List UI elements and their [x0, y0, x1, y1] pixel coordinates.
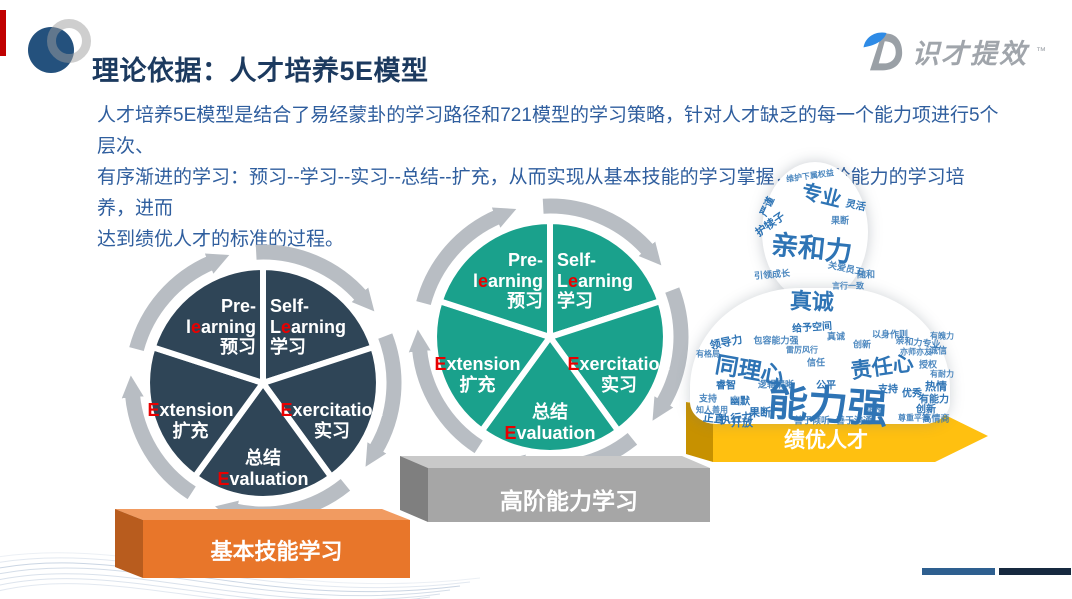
segment-extension: Extension 扩充 [147, 400, 234, 441]
step-excellent-talent-label: 绩优人才 [784, 429, 868, 452]
wordcloud-word: 有格局 [696, 349, 720, 359]
page-title: 理论依据：人才培养5E模型 [92, 56, 429, 87]
wordcloud-word: 有魄力 [930, 331, 954, 341]
segment-exercitation: Exercitation 实习 [567, 354, 671, 395]
wordcloud-word: 引领成长 [753, 267, 791, 282]
wordcloud-word: 知人善用 [696, 405, 728, 415]
wordcloud-word: 有耐力 [930, 369, 954, 379]
wordcloud-word: 睿智 [716, 380, 736, 392]
segment-pre-learning: Pre- learning 预习 [472, 250, 543, 312]
talent-wordcloud-figure: 维护下属权益专业严谨灵活护犊子果断亲和力关爱员工引领成长随和言行一致真诚给予空间… [690, 162, 954, 432]
wordcloud-word: 善于沟通 [835, 415, 873, 426]
wheel-graphic [405, 192, 695, 482]
wordcloud-word: 逻辑清晰 [757, 379, 795, 390]
segment-pre-learning: Pre- learning 预习 [185, 296, 256, 358]
wordcloud-word: 幽默 [730, 396, 750, 408]
wordcloud-word: 有能力 [919, 394, 949, 406]
wordcloud-word: 热情 [925, 381, 947, 393]
wordcloud-word: 随和 [856, 269, 876, 280]
wordcloud-word: 诚信 [928, 345, 948, 356]
segment-evaluation: 总结 Evaluation [217, 448, 309, 489]
wordcloud-word: 以身作则 [871, 329, 909, 340]
wheel-advanced-skills: Pre- learning 预习 Self- Learning 学习 Exten… [405, 192, 695, 482]
wheel-segments [144, 264, 382, 502]
wheel-graphic [118, 238, 408, 528]
wordcloud-word: 灵活 [844, 198, 867, 214]
wordcloud-word: 专业 [799, 180, 844, 212]
title-ring-icon [47, 19, 91, 63]
paragraph-line-1: 人才培养5E模型是结合了易经蒙卦的学习路径和721模型的学习策略，针对人才缺乏的… [97, 105, 999, 157]
footer-bars [922, 568, 1071, 575]
wordcloud-word: 言行一致 [832, 281, 864, 291]
wordcloud-word: 高情商 [922, 413, 950, 424]
logo-d-icon [863, 32, 903, 71]
wheel-basic-skills: Pre- learning 预习 Self- Learning 学习 Exten… [118, 238, 408, 528]
wordcloud-word: 果断 [749, 407, 771, 419]
segment-self-learning: Self- Learning 学习 [270, 296, 347, 358]
logo-trademark: ™ [1036, 45, 1046, 57]
segment-exercitation: Exercitation 实习 [280, 400, 384, 441]
wordcloud-word: 授权 [918, 359, 938, 370]
brand-logo: 识才提效 ™ [858, 28, 1046, 74]
red-accent-bar [0, 10, 6, 56]
intro-paragraph: 人才培养5E模型是结合了易经蒙卦的学习路径和721模型的学习策略，针对人才缺乏的… [97, 100, 1002, 255]
step-advanced-skills-label: 高阶能力学习 [500, 488, 638, 514]
step-basic-skills-label: 基本技能学习 [210, 539, 343, 564]
wordcloud-word: 支持 [698, 393, 718, 404]
paragraph-line-3: 达到绩优人才的标准的过程。 [97, 229, 345, 250]
wheel-segments [431, 218, 669, 456]
wordcloud-word: 果断 [830, 215, 850, 226]
wordcloud-word: 善于倾听 [793, 415, 831, 426]
segment-extension: Extension 扩充 [434, 354, 521, 395]
logo-text: 识才提效 [912, 38, 1028, 69]
wordcloud-word: 开放 [731, 417, 753, 429]
paragraph-line-2: 有序渐进的学习：预习--学习--实习--总结--扩充，从而实现从基本技能的学习掌… [97, 167, 965, 219]
step-advanced-skills-bar [400, 456, 710, 522]
wordcloud-word: 创新 [852, 339, 872, 350]
wordcloud-word: 创新 [916, 404, 936, 416]
step-basic-skills-bar [115, 509, 410, 578]
wordcloud-word: 随和 [864, 403, 884, 414]
wordcloud-word: 尊重平等 [898, 413, 930, 423]
wordcloud-word: 包容能力强 [753, 335, 799, 346]
segment-self-learning: Self- Learning 学习 [557, 250, 634, 312]
wordcloud-body-silhouette [690, 288, 950, 424]
wordcloud-word: 优秀 [902, 388, 922, 400]
wordcloud-word: 公平 [816, 380, 836, 392]
wordcloud-words: 维护下属权益专业严谨灵活护犊子果断亲和力关爱员工引领成长随和言行一致真诚给予空间… [690, 162, 954, 432]
wordcloud-head-silhouette [762, 162, 868, 302]
wordcloud-word: 真诚 [826, 331, 846, 342]
wordcloud-word: 信任 [806, 357, 826, 368]
wordcloud-word: 亦师亦友 [900, 347, 932, 357]
wordcloud-word: 支持 [878, 384, 898, 396]
wordcloud-word: 真诚 [789, 288, 835, 315]
segment-evaluation: 总结 Evaluation [504, 402, 596, 443]
wordcloud-word: 雷厉风行 [786, 345, 818, 355]
